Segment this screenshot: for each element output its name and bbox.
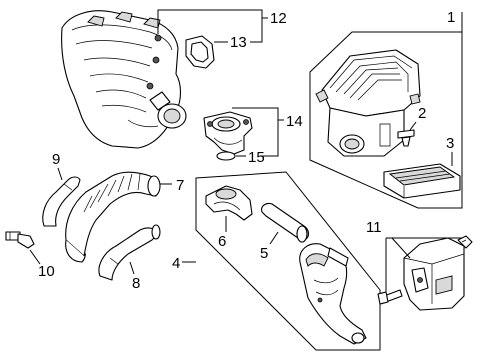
callout-13: 13 [230, 34, 247, 51]
filter-clip [397, 129, 415, 147]
air-duct-elbow [205, 185, 253, 221]
air-filter-element [383, 163, 461, 199]
bolt-upper [457, 235, 473, 249]
bolt-lower [377, 289, 403, 305]
o-ring [216, 151, 236, 161]
throttle-body-adapter [203, 111, 253, 155]
callout-4: 4 [172, 255, 180, 272]
gasket [185, 35, 215, 69]
resonator-hose [261, 202, 310, 243]
callout-6: 6 [218, 233, 226, 250]
callout-11: 11 [366, 219, 382, 236]
breather-hose [42, 176, 81, 227]
air-cleaner-box-frame [309, 12, 463, 209]
air-intake-duct [65, 171, 161, 263]
callout-10: 10 [38, 263, 55, 280]
callout-7: 7 [176, 177, 184, 194]
callout-9: 9 [52, 151, 60, 168]
callout-14-bracket [232, 107, 279, 157]
callout-1: 1 [447, 9, 455, 26]
resonator-group-frame [182, 171, 381, 351]
vacuum-hose [98, 224, 161, 281]
callout-2: 2 [418, 105, 426, 122]
resonator [299, 243, 367, 345]
callout-14: 14 [286, 113, 303, 130]
callout-12-bracket [157, 9, 268, 43]
callout-3: 3 [446, 135, 454, 152]
air-cleaner-assembly [315, 49, 421, 157]
callout-12: 12 [270, 10, 287, 27]
hose-connector [5, 231, 35, 249]
intake-manifold [61, 10, 187, 149]
callout-15: 15 [248, 149, 265, 166]
callout-5: 5 [260, 245, 268, 262]
mount-bracket [403, 237, 465, 311]
callout-8: 8 [132, 275, 140, 292]
